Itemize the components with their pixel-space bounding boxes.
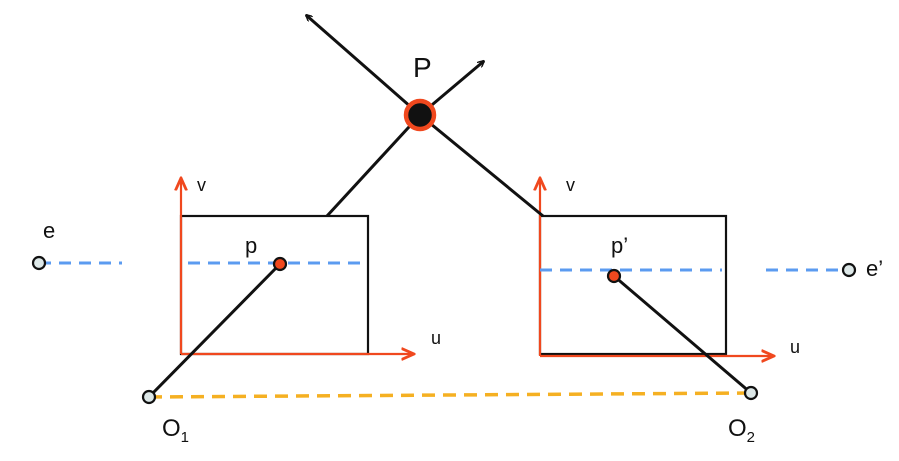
label-v-left: v: [197, 175, 206, 195]
label-v-right: v: [566, 175, 575, 195]
label-O2-letter: O: [728, 415, 747, 442]
upper-left-arrow: [306, 15, 421, 117]
label-u-left: u: [431, 328, 441, 348]
left-image-rect: [179, 214, 370, 356]
label-O1: O1: [162, 415, 189, 446]
scene-point-P: [403, 98, 437, 132]
right-image-rect: [538, 214, 728, 356]
label-p: p: [245, 233, 257, 258]
label-O1-letter: O: [162, 415, 181, 442]
label-p-prime: p’: [611, 233, 628, 258]
label-e: e: [43, 218, 55, 243]
baseline: [148, 391, 752, 399]
label-u-right: u: [790, 337, 800, 357]
right-ray-upper: [419, 113, 544, 218]
right-image-plane: [540, 178, 774, 356]
label-O2: O2: [728, 415, 755, 446]
label-e-prime: e’: [866, 256, 883, 281]
label-O1-subscript: 1: [181, 429, 189, 446]
epipole-e: [31, 255, 47, 271]
left-ray-upper: [325, 113, 422, 218]
label-O2-subscript: 2: [747, 429, 755, 446]
image-point-p-prime: [606, 268, 622, 284]
right-ray-lower: [613, 274, 752, 395]
left-image-plane: [181, 178, 414, 354]
image-point-p: [272, 256, 288, 272]
camera-center-O2: [743, 385, 759, 401]
epipole-e-prime: [841, 262, 857, 278]
left-ray-lower: [147, 262, 282, 399]
camera-center-O1: [141, 389, 157, 405]
label-P: P: [413, 52, 432, 83]
